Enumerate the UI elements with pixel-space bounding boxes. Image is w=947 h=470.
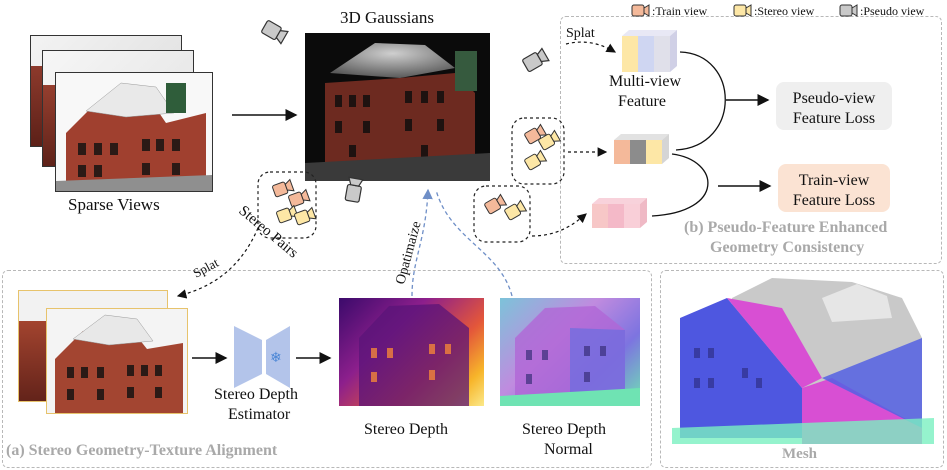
normal-label-2: Normal (544, 441, 593, 458)
arrow-splat-stereo (176, 227, 259, 299)
panel-b-title-1: (b) Pseudo-Feature Enhanced (684, 219, 888, 236)
pseudo-view-loss-box: Pseudo-view Feature Loss (776, 82, 892, 130)
pseudo-camera-icon (261, 20, 289, 45)
legend-train-label: :Train view (652, 4, 708, 18)
legend-icons (631, 4, 858, 17)
arrow-splat-multiview (565, 41, 617, 53)
pseudo-loss-line-1: Pseudo-view (792, 90, 876, 107)
arrow-normal-optimize (435, 189, 513, 297)
stereo-pair-group-right-bottom (473, 185, 531, 243)
splat-top-label: Splat (566, 26, 595, 41)
stereo-depth-normal-image (500, 298, 640, 406)
stereo-depth-image (339, 298, 484, 406)
panel-b-title-2: Geometry Consistency (710, 239, 865, 256)
stereo-depth-label: Stereo Depth (364, 421, 448, 438)
stereo-feature-block (614, 134, 669, 164)
arrow-train-to-feature (531, 213, 587, 237)
sparse-views-label: Sparse Views (68, 195, 160, 214)
arrow-depth-optimize (411, 188, 433, 297)
gaussians-title: 3D Gaussians (340, 8, 434, 27)
pseudo-camera-icon (522, 47, 550, 72)
panel-mesh-box (660, 270, 944, 468)
optimize-label: Opatimaize (393, 220, 424, 286)
gaussians-render (305, 33, 490, 181)
train-feature-block (592, 198, 647, 228)
mesh-image (672, 278, 934, 444)
mesh-label: Mesh (782, 446, 817, 462)
train-loss-line-2: Feature Loss (792, 192, 876, 209)
sparse-view-image-1 (55, 72, 213, 192)
stereo-pair-group-right-top (511, 117, 565, 185)
normal-label-1: Stereo Depth (522, 421, 606, 438)
stereo-pair-image-front (46, 308, 188, 414)
legend: :Train view :Stereo view :Pseudo view (630, 2, 945, 20)
multiview-feature-block (622, 30, 677, 72)
curve-pseudo-join (675, 51, 726, 151)
estimator-label-2: Estimator (228, 406, 291, 423)
snowflake-icon: ❄ (270, 350, 282, 366)
multiview-label-2: Feature (618, 93, 666, 110)
stereo-pair-group-left (257, 171, 317, 239)
train-loss-line-1: Train-view (798, 172, 870, 189)
pseudo-loss-line-2: Feature Loss (792, 110, 876, 127)
legend-pseudo-label: :Pseudo view (860, 4, 925, 18)
panel-a-box (2, 270, 652, 468)
pseudo-camera-icon (344, 176, 364, 203)
panel-a-title: (a) Stereo Geometry-Texture Alignment (6, 442, 278, 459)
estimator-icon: ❄ (234, 326, 290, 388)
splat-bottom-label: Splat (190, 255, 221, 281)
multiview-label-1: Multi-view (609, 73, 681, 90)
curve-train-join (651, 153, 709, 217)
legend-stereo-label: :Stereo view (754, 4, 815, 18)
train-view-loss-box: Train-view Feature Loss (778, 164, 890, 212)
estimator-label-1: Stereo Depth (214, 386, 298, 403)
